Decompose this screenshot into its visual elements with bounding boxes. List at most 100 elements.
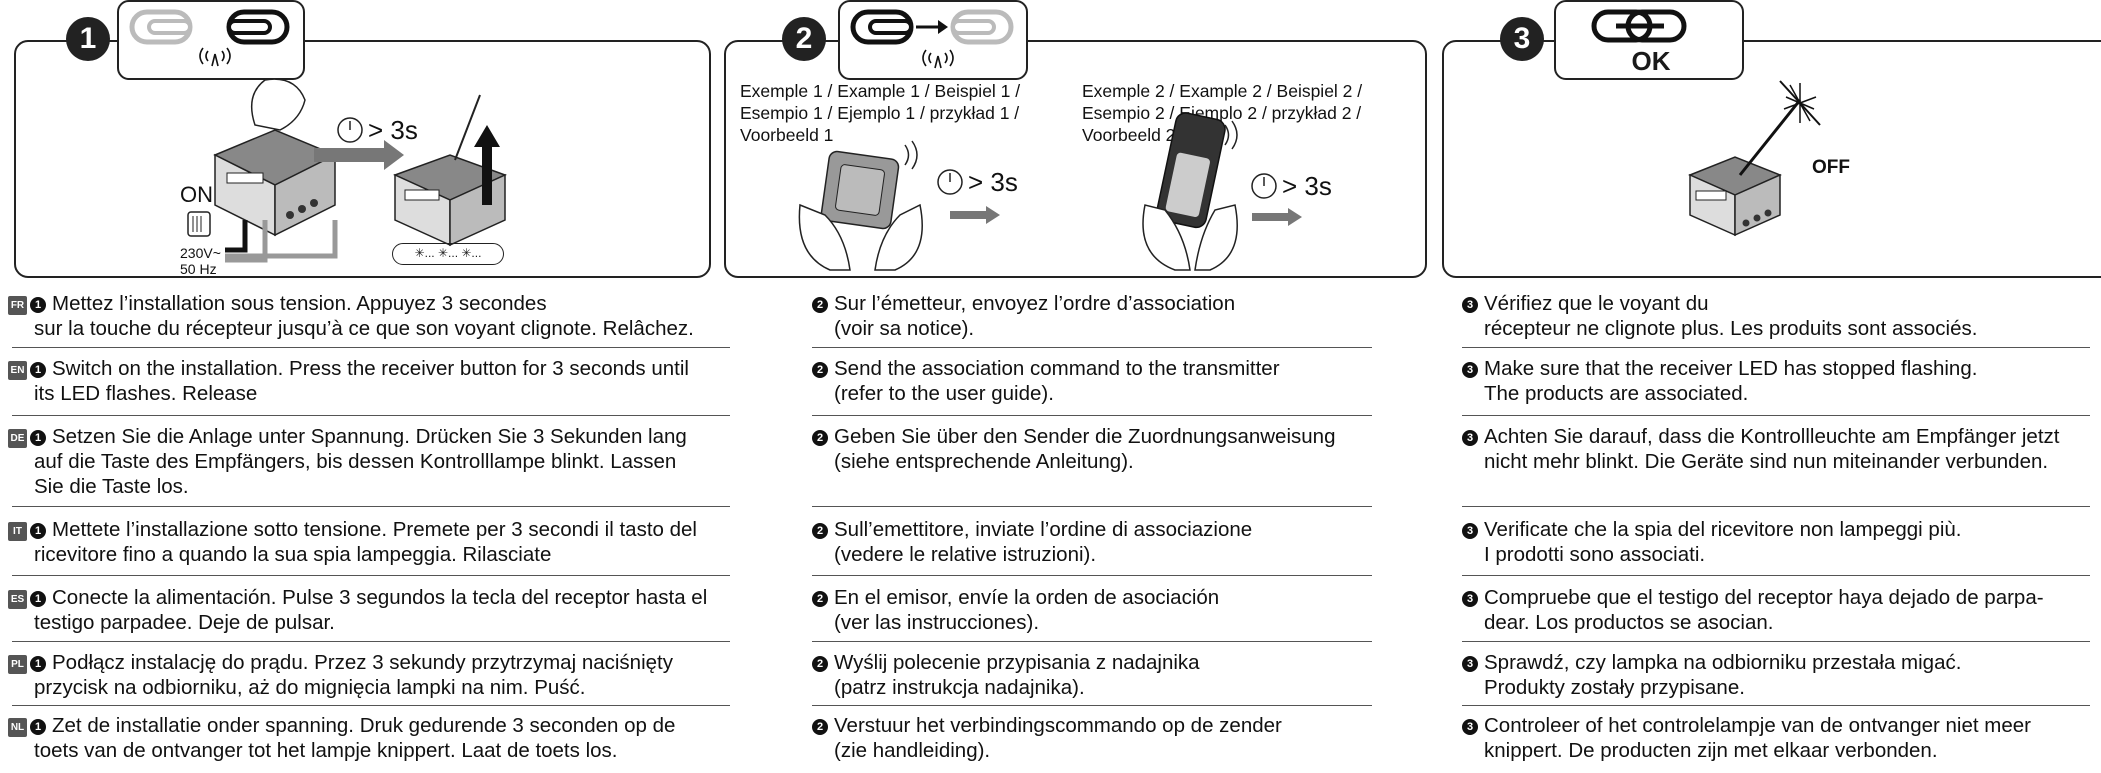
power-switch-icon xyxy=(187,211,211,237)
instruction-line: ricevitore fino a quando la sua spia lam… xyxy=(34,543,552,566)
row-divider xyxy=(812,641,1372,642)
row-divider xyxy=(12,506,730,507)
right-arrow-icon xyxy=(950,206,1000,224)
instruction-line: dear. Los productos se asocian. xyxy=(1484,611,1774,634)
step-number-icon: 2 xyxy=(812,523,828,539)
row-divider xyxy=(12,575,730,576)
off-label: OFF xyxy=(1812,157,1850,178)
instruction-nl-step2: 2 Verstuur het verbindingscommando op de … xyxy=(812,713,1372,763)
row-divider xyxy=(12,705,730,706)
wire-lines xyxy=(225,220,338,263)
instruction-line: Controleer of het controlelampje van de … xyxy=(1484,714,2031,737)
remote-control-hands-illustration xyxy=(798,140,923,271)
instruction-line: (voir sa notice). xyxy=(834,317,975,340)
step-number-icon: 3 xyxy=(1462,656,1478,672)
row-divider xyxy=(812,506,1372,507)
instruction-line: przycisk na odbiorniku, aż do mignięcia … xyxy=(34,676,586,699)
step1-link-icon-box xyxy=(117,0,305,80)
instruction-line: Geben Sie über den Sender die Zuordnungs… xyxy=(834,425,1336,448)
instruction-line: Produkty zostały przypisane. xyxy=(1484,676,1745,699)
right-arrow-icon xyxy=(1252,208,1302,226)
frequency-label: 50 Hz xyxy=(180,261,217,277)
voltage-label: 230V~ xyxy=(180,245,221,261)
instruction-line: Sur l’émetteur, envoyez l’ordre d’associ… xyxy=(834,292,1236,315)
instruction-line: Make sure that the receiver LED has stop… xyxy=(1484,357,1978,380)
instruction-line: Sie die Taste los. xyxy=(34,475,189,498)
step2-timer-2: > 3s xyxy=(1282,171,1332,201)
instruction-line: sur la touche du récepteur jusqu’à ce qu… xyxy=(34,317,694,340)
step-number-icon: 2 xyxy=(812,430,828,446)
instruction-line: (ver las instrucciones). xyxy=(834,611,1040,634)
row-divider xyxy=(12,415,730,416)
instruction-line: Verstuur het verbindingscommando op de z… xyxy=(834,714,1282,737)
instruction-line: testigo parpadee. Deje de pulsar. xyxy=(34,611,335,634)
example1-caption: Exemple 1 / Example 1 / Beispiel 1 / Ese… xyxy=(740,81,1021,145)
instruction-line: Setzen Sie die Anlage unter Spannung. Dr… xyxy=(52,425,687,448)
radio-signal-icon xyxy=(199,47,231,67)
ok-label: OK xyxy=(1631,46,1671,76)
language-badge-de: DE xyxy=(8,429,27,448)
instruction-de-step2: 2 Geben Sie über den Sender die Zuordnung… xyxy=(812,424,1372,474)
row-divider xyxy=(812,347,1372,348)
receiver-device-off-illustration xyxy=(1688,80,1821,237)
instruction-de-step3: 3 Achten Sie darauf, dass die Kontrollleu… xyxy=(1462,424,2101,474)
clock-icon xyxy=(337,117,363,143)
step-number-icon: 1 xyxy=(30,362,46,378)
step-number-icon: 1 xyxy=(30,523,46,539)
instruction-line: knippert. De producten zijn met elkaar v… xyxy=(1484,739,1938,762)
receiver-device-blinking xyxy=(393,94,507,247)
instruction-line: (refer to the user guide). xyxy=(834,382,1054,405)
row-divider xyxy=(12,347,730,348)
instruction-line: Achten Sie darauf, dass die Kontrollleuc… xyxy=(1484,425,2060,448)
unlinked-chain-icon xyxy=(129,9,290,45)
step1-timer: > 3s xyxy=(368,115,418,145)
instruction-line: Mettete l’installazione sotto tensione. … xyxy=(52,518,697,541)
instruction-line: Switch on the installation. Press the re… xyxy=(52,357,689,380)
instruction-line: The products are associated. xyxy=(1484,382,1749,405)
example2-caption: Exemple 2 / Example 2 / Beispiel 2 / Ese… xyxy=(1082,81,1363,145)
instruction-line: Verificate che la spia del ricevitore no… xyxy=(1484,518,1962,541)
step-number-icon: 3 xyxy=(1462,591,1478,607)
step-number-icon: 3 xyxy=(1462,430,1478,446)
instruction-line: (zie handleiding). xyxy=(834,739,991,762)
step-number-icon: 1 xyxy=(30,656,46,672)
row-divider xyxy=(1462,705,2090,706)
step-number-icon: 3 xyxy=(1462,523,1478,539)
radio-signal-icon xyxy=(922,49,954,69)
clock-icon xyxy=(1251,173,1277,199)
instruction-line: Zet de installatie onder spanning. Druk … xyxy=(52,714,676,737)
instruction-line: (vedere le relative istruzioni). xyxy=(834,543,1097,566)
row-divider xyxy=(812,575,1372,576)
step3-panel xyxy=(1442,40,2101,278)
language-badge-fr: FR xyxy=(8,296,27,315)
instruction-line: Podłącz instalację do prądu. Przez 3 sek… xyxy=(52,651,673,674)
step-number-icon: 3 xyxy=(1462,297,1478,313)
instruction-line: nicht mehr blinkt. Die Geräte sind nun m… xyxy=(1484,450,2049,473)
row-divider xyxy=(812,705,1372,706)
instruction-line: auf die Taste des Empfängers, bis dessen… xyxy=(34,450,677,473)
step-number-icon: 2 xyxy=(812,591,828,607)
handheld-remote-illustration xyxy=(1142,112,1238,271)
step-number-icon: 2 xyxy=(812,297,828,313)
step1-number: 1 xyxy=(66,17,110,61)
instruction-line: (patrz instrukcja nadajnika). xyxy=(834,676,1085,699)
on-label: ON xyxy=(180,182,213,207)
instruction-line: Mettez l’installation sous tension. Appu… xyxy=(52,292,547,315)
step-number-icon: 2 xyxy=(812,719,828,735)
blink-indicator: ✳... ✳... ✳... xyxy=(392,243,504,265)
linked-chain-icon xyxy=(1591,9,1687,43)
step-number-icon: 1 xyxy=(30,430,46,446)
row-divider xyxy=(1462,641,2090,642)
instruction-line: Sprawdź, czy lampka na odbiorniku przest… xyxy=(1484,651,1962,674)
row-divider xyxy=(812,415,1372,416)
row-divider xyxy=(1462,506,2090,507)
